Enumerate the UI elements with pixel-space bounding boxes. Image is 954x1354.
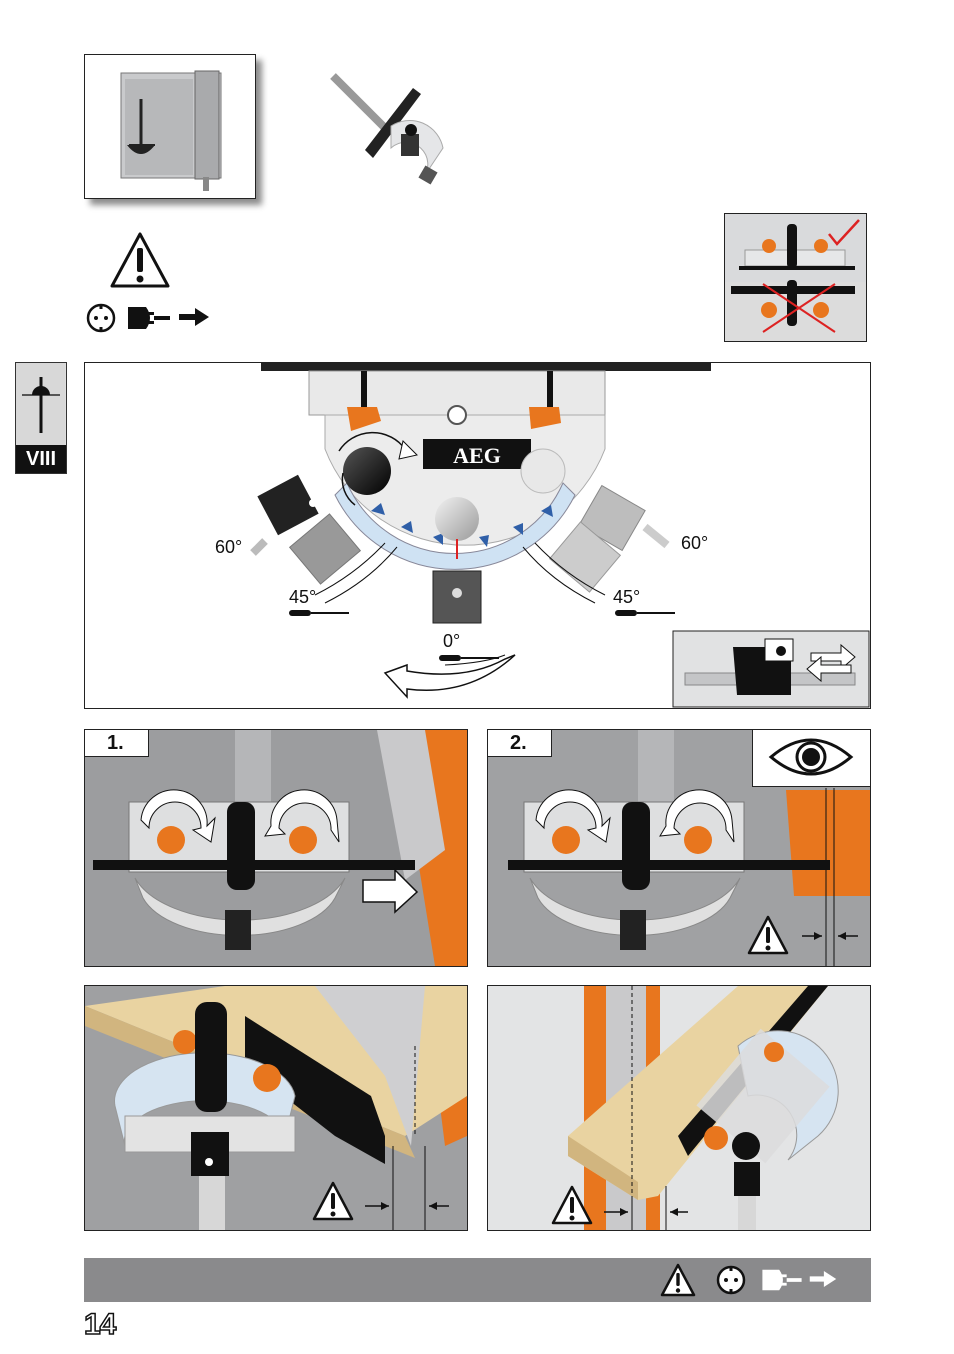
screwdriver-icon [289, 610, 349, 616]
screwdriver-icon [439, 655, 499, 661]
step-1-label: 1. [85, 730, 149, 757]
mitre-gauge-figure [325, 70, 450, 195]
section-label: VIII [16, 445, 66, 473]
warning-icon [108, 230, 172, 290]
angle-label-right-45: 45° [613, 587, 640, 608]
wood-cut-right-figure [487, 985, 871, 1231]
warning-icon [311, 1180, 355, 1222]
plug-icon [124, 303, 174, 333]
step-2-label: 2. [488, 730, 552, 757]
page-number: 14 [84, 1308, 115, 1342]
socket-icon [716, 1265, 748, 1295]
angle-label-right-60: 60° [681, 533, 708, 554]
correct-incorrect-figure [724, 213, 867, 342]
saw-table-figure [84, 54, 256, 199]
step-1-figure: 1. [84, 729, 468, 967]
arrow-right-icon [177, 306, 211, 328]
angle-label-left-60: 60° [215, 537, 242, 558]
mitre-section-icon [16, 363, 65, 447]
eye-icon [753, 729, 870, 785]
step-2-figure: 2. [487, 729, 871, 967]
arrow-right-icon [808, 1269, 838, 1289]
wood-cut-left-figure [84, 985, 468, 1231]
screwdriver-icon [615, 610, 675, 616]
mitre-angle-figure: AEG [84, 362, 871, 709]
warning-icon [659, 1262, 697, 1298]
section-tab: VIII [15, 362, 67, 474]
angle-label-left-45: 45° [289, 587, 316, 608]
socket-icon [86, 303, 120, 333]
warning-icon [746, 914, 790, 956]
footer-warning-bar [84, 1258, 871, 1302]
angle-label-center-0: 0° [443, 631, 460, 652]
eye-icon-box [752, 729, 871, 787]
brand-logo: AEG [453, 443, 501, 468]
plug-icon [758, 1266, 806, 1294]
warning-icon [550, 1184, 594, 1226]
